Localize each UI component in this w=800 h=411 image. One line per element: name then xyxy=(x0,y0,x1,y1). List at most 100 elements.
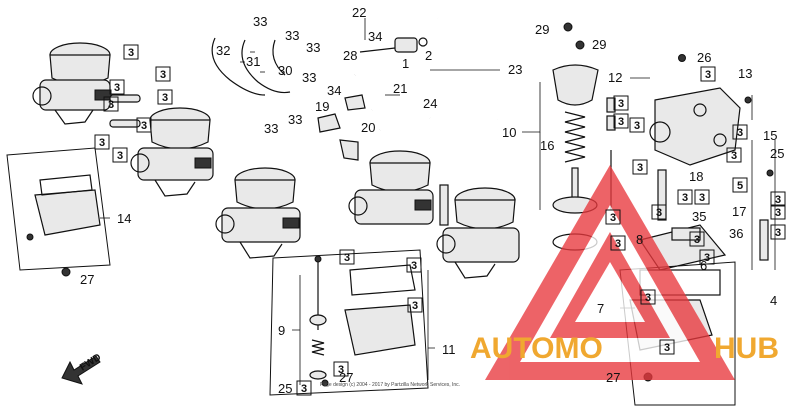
callout-c11: 11 xyxy=(442,342,456,357)
svg-text:3: 3 xyxy=(615,238,621,250)
svg-text:3: 3 xyxy=(114,82,120,94)
boxed-ref-b21: 3 xyxy=(770,224,786,240)
svg-text:3: 3 xyxy=(344,252,350,264)
boxed-ref-b10: 3 xyxy=(613,95,629,111)
carburetor-fifth xyxy=(436,187,520,279)
callout-c33a: 33 xyxy=(253,14,267,29)
callout-c17: 17 xyxy=(732,204,746,219)
svg-text:3: 3 xyxy=(99,137,105,149)
callout-c33d: 33 xyxy=(302,70,316,85)
callout-c9: 9 xyxy=(278,323,285,338)
boxed-ref-b17: 3 xyxy=(694,189,710,205)
boxed-ref-b14: 3 xyxy=(726,147,742,163)
callout-c33c: 33 xyxy=(306,40,320,55)
boxed-ref-b7: 3 xyxy=(94,134,110,150)
fwd-label: FWD xyxy=(78,352,103,374)
carburetor-third xyxy=(215,167,301,259)
boxed-ref-b18: 3 xyxy=(770,191,786,207)
callout-c33f: 33 xyxy=(264,121,278,136)
callout-c16: 16 xyxy=(540,138,554,153)
boxed-ref-b30: 3 xyxy=(296,380,312,396)
svg-text:3: 3 xyxy=(301,383,307,395)
throttle-links xyxy=(317,94,366,161)
callout-c13: 13 xyxy=(738,66,752,81)
svg-text:3: 3 xyxy=(618,98,624,110)
callout-c21: 21 xyxy=(393,81,407,96)
boxed-ref-b3: 3 xyxy=(109,79,125,95)
float-chamber-center xyxy=(309,262,416,380)
svg-text:3: 3 xyxy=(141,120,147,132)
boxed-ref-b13: 3 xyxy=(732,124,748,140)
callout-c7: 7 xyxy=(597,301,604,316)
svg-text:3: 3 xyxy=(610,212,616,224)
fuel-joint xyxy=(359,37,428,53)
boxed-ref-b22: 3 xyxy=(610,235,626,251)
svg-text:3: 3 xyxy=(775,194,781,206)
hoses-and-tubes xyxy=(211,15,502,226)
carburetor-fourth xyxy=(348,150,434,225)
svg-text:3: 3 xyxy=(412,300,418,312)
callout-c8: 8 xyxy=(636,232,643,247)
boxed-ref-b9: 3 xyxy=(700,66,716,82)
boxed-ref-b27: 3 xyxy=(406,257,422,273)
callout-c14: 14 xyxy=(117,211,131,226)
callout-c27b: 27 xyxy=(339,370,353,385)
boxed-ref-b6: 3 xyxy=(136,117,152,133)
watermark-logo xyxy=(485,165,735,380)
svg-text:3: 3 xyxy=(411,260,417,272)
group-frames xyxy=(6,18,776,406)
svg-text:3: 3 xyxy=(160,69,166,81)
svg-text:3: 3 xyxy=(162,92,168,104)
boxed-ref-b5: 3 xyxy=(103,96,119,112)
svg-text:3: 3 xyxy=(645,292,651,304)
svg-text:3: 3 xyxy=(694,234,700,246)
svg-text:3: 3 xyxy=(682,192,688,204)
callout-c18: 18 xyxy=(689,169,703,184)
copyright-text: Page design (c) 2004 - 2017 by Partzilla… xyxy=(320,382,460,388)
svg-text:3: 3 xyxy=(775,227,781,239)
boxed-ref-b24: 3 xyxy=(640,289,656,305)
boxed-ref-b32: 3 xyxy=(689,231,705,247)
callout-c15: 15 xyxy=(763,128,777,143)
boxed-ref-b12: 3 xyxy=(629,117,645,133)
boxed-ref-b26: 3 xyxy=(339,249,355,265)
boxed-ref-b33: 3 xyxy=(651,204,667,220)
watermark-text-right: HUB xyxy=(714,332,779,365)
watermark-text: AUTOMO TO HUB xyxy=(470,332,779,365)
svg-text:3: 3 xyxy=(775,207,781,219)
vacuum-piston-spring xyxy=(552,64,599,251)
callout-c30: 30 xyxy=(278,63,292,78)
callout-c34a: 34 xyxy=(368,29,382,44)
float-chamber-left xyxy=(26,174,101,241)
callout-c19: 19 xyxy=(315,99,329,114)
svg-text:5: 5 xyxy=(737,180,743,192)
callout-c27a: 27 xyxy=(80,272,94,287)
boxed-ref-b1: 3 xyxy=(123,44,139,60)
boxed-ref-b25: 3 xyxy=(659,339,675,355)
callout-c2: 2 xyxy=(425,48,432,63)
svg-text:3: 3 xyxy=(128,47,134,59)
boxed-ref-b4: 3 xyxy=(157,89,173,105)
callout-c4: 4 xyxy=(770,293,777,308)
svg-text:3: 3 xyxy=(664,342,670,354)
callout-c24: 24 xyxy=(423,96,437,111)
callout-c25b: 25 xyxy=(278,381,292,396)
callout-c33b: 33 xyxy=(285,28,299,43)
callout-c22: 22 xyxy=(352,5,366,20)
callout-c10: 10 xyxy=(502,125,516,140)
boxed-ref-b28: 3 xyxy=(407,297,423,313)
boxed-ref-b23: 3 xyxy=(699,249,715,265)
callout-c26: 26 xyxy=(697,50,711,65)
svg-text:3: 3 xyxy=(656,207,662,219)
svg-text:3: 3 xyxy=(634,120,640,132)
svg-text:3: 3 xyxy=(705,69,711,81)
svg-text:3: 3 xyxy=(704,252,710,264)
svg-text:3: 3 xyxy=(637,162,643,174)
callout-c25a: 25 xyxy=(770,146,784,161)
boxed-references: 3 3 3 3 3 3 3 3 3 3 3 3 3 3 3 5 3 3 3 3 … xyxy=(94,44,786,396)
callout-c6: 6 xyxy=(700,258,707,273)
boxed-ref-b20: 3 xyxy=(605,209,621,225)
callout-c31: 31 xyxy=(246,54,260,69)
callout-c29b: 29 xyxy=(592,37,606,52)
